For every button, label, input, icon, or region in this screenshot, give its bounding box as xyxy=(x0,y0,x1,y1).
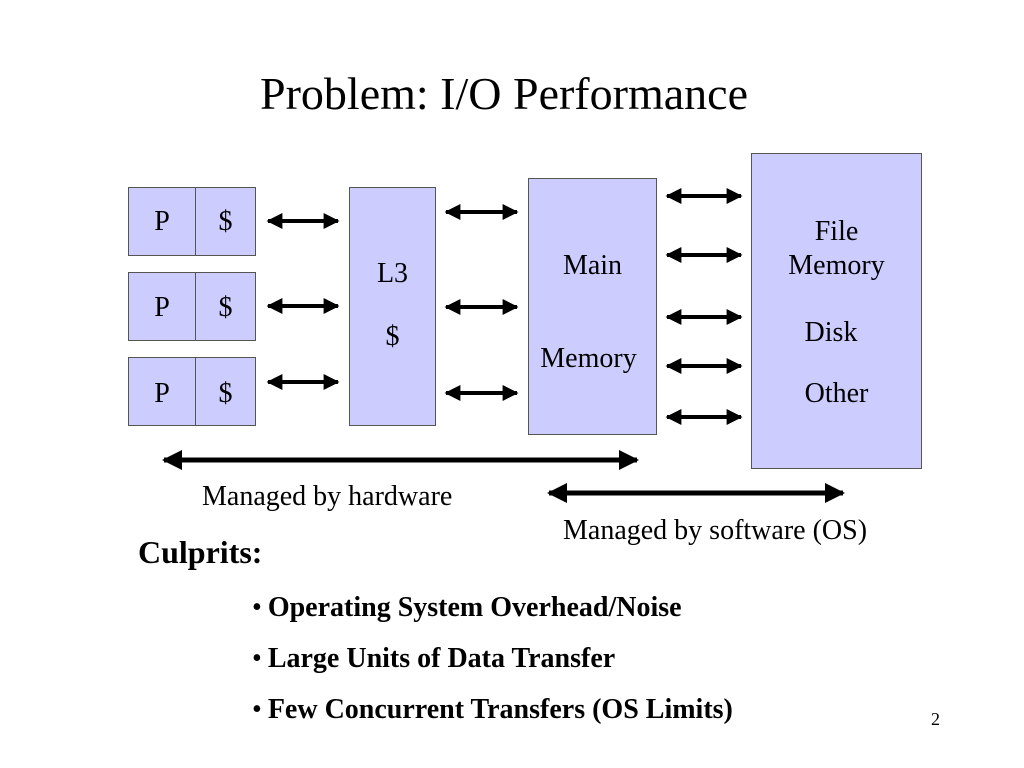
cache-label: $ xyxy=(218,206,233,237)
file-memory-label-line2: Memory xyxy=(788,250,885,281)
processor-box xyxy=(128,187,196,256)
slide-title: Problem: I/O Performance xyxy=(260,68,748,119)
list-item: •Large Units of Data Transfer xyxy=(252,643,615,675)
culprit-text: Few Concurrent Transfers (OS Limits) xyxy=(267,694,733,725)
processor-label: P xyxy=(154,378,170,409)
file-memory-label-other: Other xyxy=(804,378,869,409)
file-memory-label-line1: File xyxy=(814,216,859,247)
l3-label: L3 xyxy=(376,258,409,289)
cache-box xyxy=(195,187,256,256)
bullet-marker: • xyxy=(252,592,262,623)
main-memory-label-line2: Memory xyxy=(540,343,637,374)
processor-label: P xyxy=(154,292,170,323)
cache-box xyxy=(195,272,256,341)
main-memory-label-line1: Main xyxy=(562,250,623,281)
cache-label: $ xyxy=(218,292,233,323)
list-item: •Few Concurrent Transfers (OS Limits) xyxy=(252,694,733,726)
main-memory-box xyxy=(528,178,657,435)
culprits-heading: Culprits: xyxy=(138,534,263,570)
file-memory-box xyxy=(751,153,922,469)
l3-cache-box xyxy=(349,187,436,426)
cache-label: $ xyxy=(218,378,233,409)
culprit-text: Large Units of Data Transfer xyxy=(267,643,616,674)
culprit-text: Operating System Overhead/Noise xyxy=(267,592,682,623)
hardware-caption: Managed by hardware xyxy=(202,481,453,512)
bullet-marker: • xyxy=(252,643,262,674)
software-caption: Managed by software (OS) xyxy=(563,515,868,546)
l3-cache-symbol: $ xyxy=(385,321,400,352)
bullet-marker: • xyxy=(252,694,262,725)
processor-box xyxy=(128,272,196,341)
page-number: 2 xyxy=(931,709,940,729)
list-item: •Operating System Overhead/Noise xyxy=(252,592,682,624)
file-memory-label-disk: Disk xyxy=(804,317,858,348)
cache-box xyxy=(195,357,256,426)
processor-label: P xyxy=(154,206,170,237)
